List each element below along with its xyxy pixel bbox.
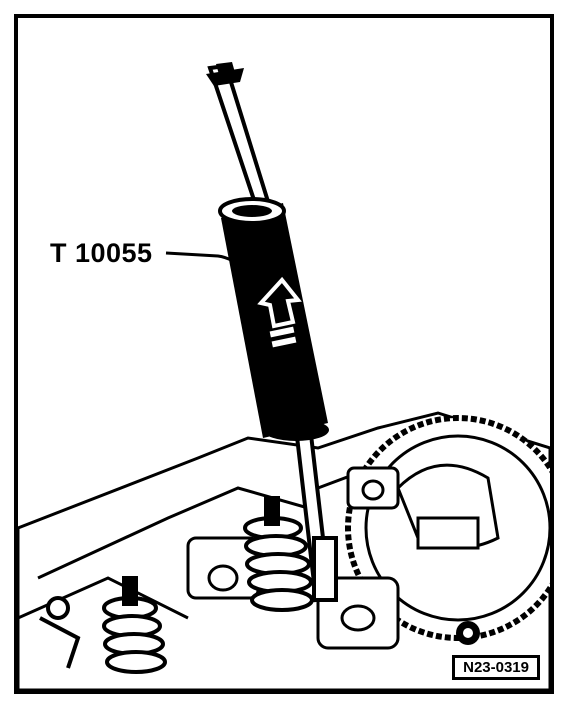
arrow-up-icon [257,276,302,348]
valve-spring-icon [243,496,314,612]
leader-line [165,251,245,271]
tool-label: T 10055 [50,238,153,268]
illustration-frame: T 10055 N23-0319 [14,14,554,694]
valve-spring-left [39,576,167,674]
figure-id-badge: N23-0319 [452,655,540,680]
engine-illustration [18,62,550,690]
tool-shaft-icon [206,62,338,603]
